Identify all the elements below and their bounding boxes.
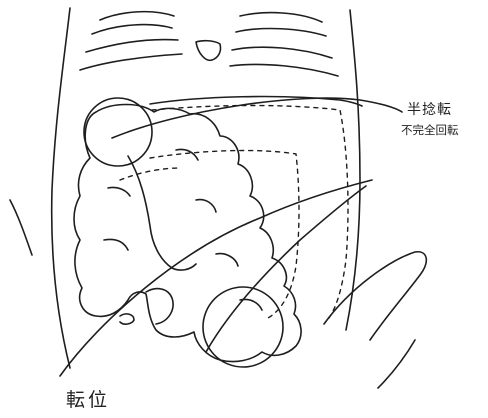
colon-inner-fold	[128, 156, 196, 270]
xiphoid-notch	[196, 41, 221, 61]
malrotation-label: 転位	[66, 385, 110, 412]
rib-line-7	[232, 47, 332, 58]
right-leg-line	[378, 340, 415, 388]
volvulus-circle	[84, 98, 152, 166]
rib-line-2	[92, 25, 172, 34]
secondary-leader-line	[206, 186, 366, 352]
volvulus-label: 半捻転	[407, 99, 452, 119]
colon-haustra-5	[216, 254, 238, 266]
right-hip-line	[324, 252, 426, 340]
colon-haustra-4	[196, 200, 216, 212]
rib-line-4	[80, 54, 182, 70]
malrotation-leader-line	[60, 180, 372, 376]
colon-haustra-6	[240, 299, 262, 310]
rib-line-6	[236, 29, 326, 36]
dashed-outer-path	[152, 106, 348, 323]
dashed-left-path	[120, 168, 180, 180]
small-mark	[120, 314, 134, 324]
torso-outline	[10, 8, 426, 388]
colon-haustra-2	[104, 239, 128, 250]
colon-haustra-1	[108, 187, 130, 196]
rib-cage	[80, 12, 338, 76]
torso-right-edge	[346, 10, 360, 330]
sigmoid-loop	[146, 289, 173, 324]
rib-line-5	[240, 13, 322, 22]
left-flank-line	[10, 200, 32, 255]
rib-line-1	[100, 12, 174, 20]
colon-outer-contour	[74, 105, 301, 362]
rib-line-3	[86, 40, 178, 53]
torso-left-edge	[52, 8, 70, 368]
incomplete-rotation-label: 不完全回転	[401, 122, 459, 138]
rib-line-8	[230, 64, 338, 76]
colon	[74, 105, 301, 362]
